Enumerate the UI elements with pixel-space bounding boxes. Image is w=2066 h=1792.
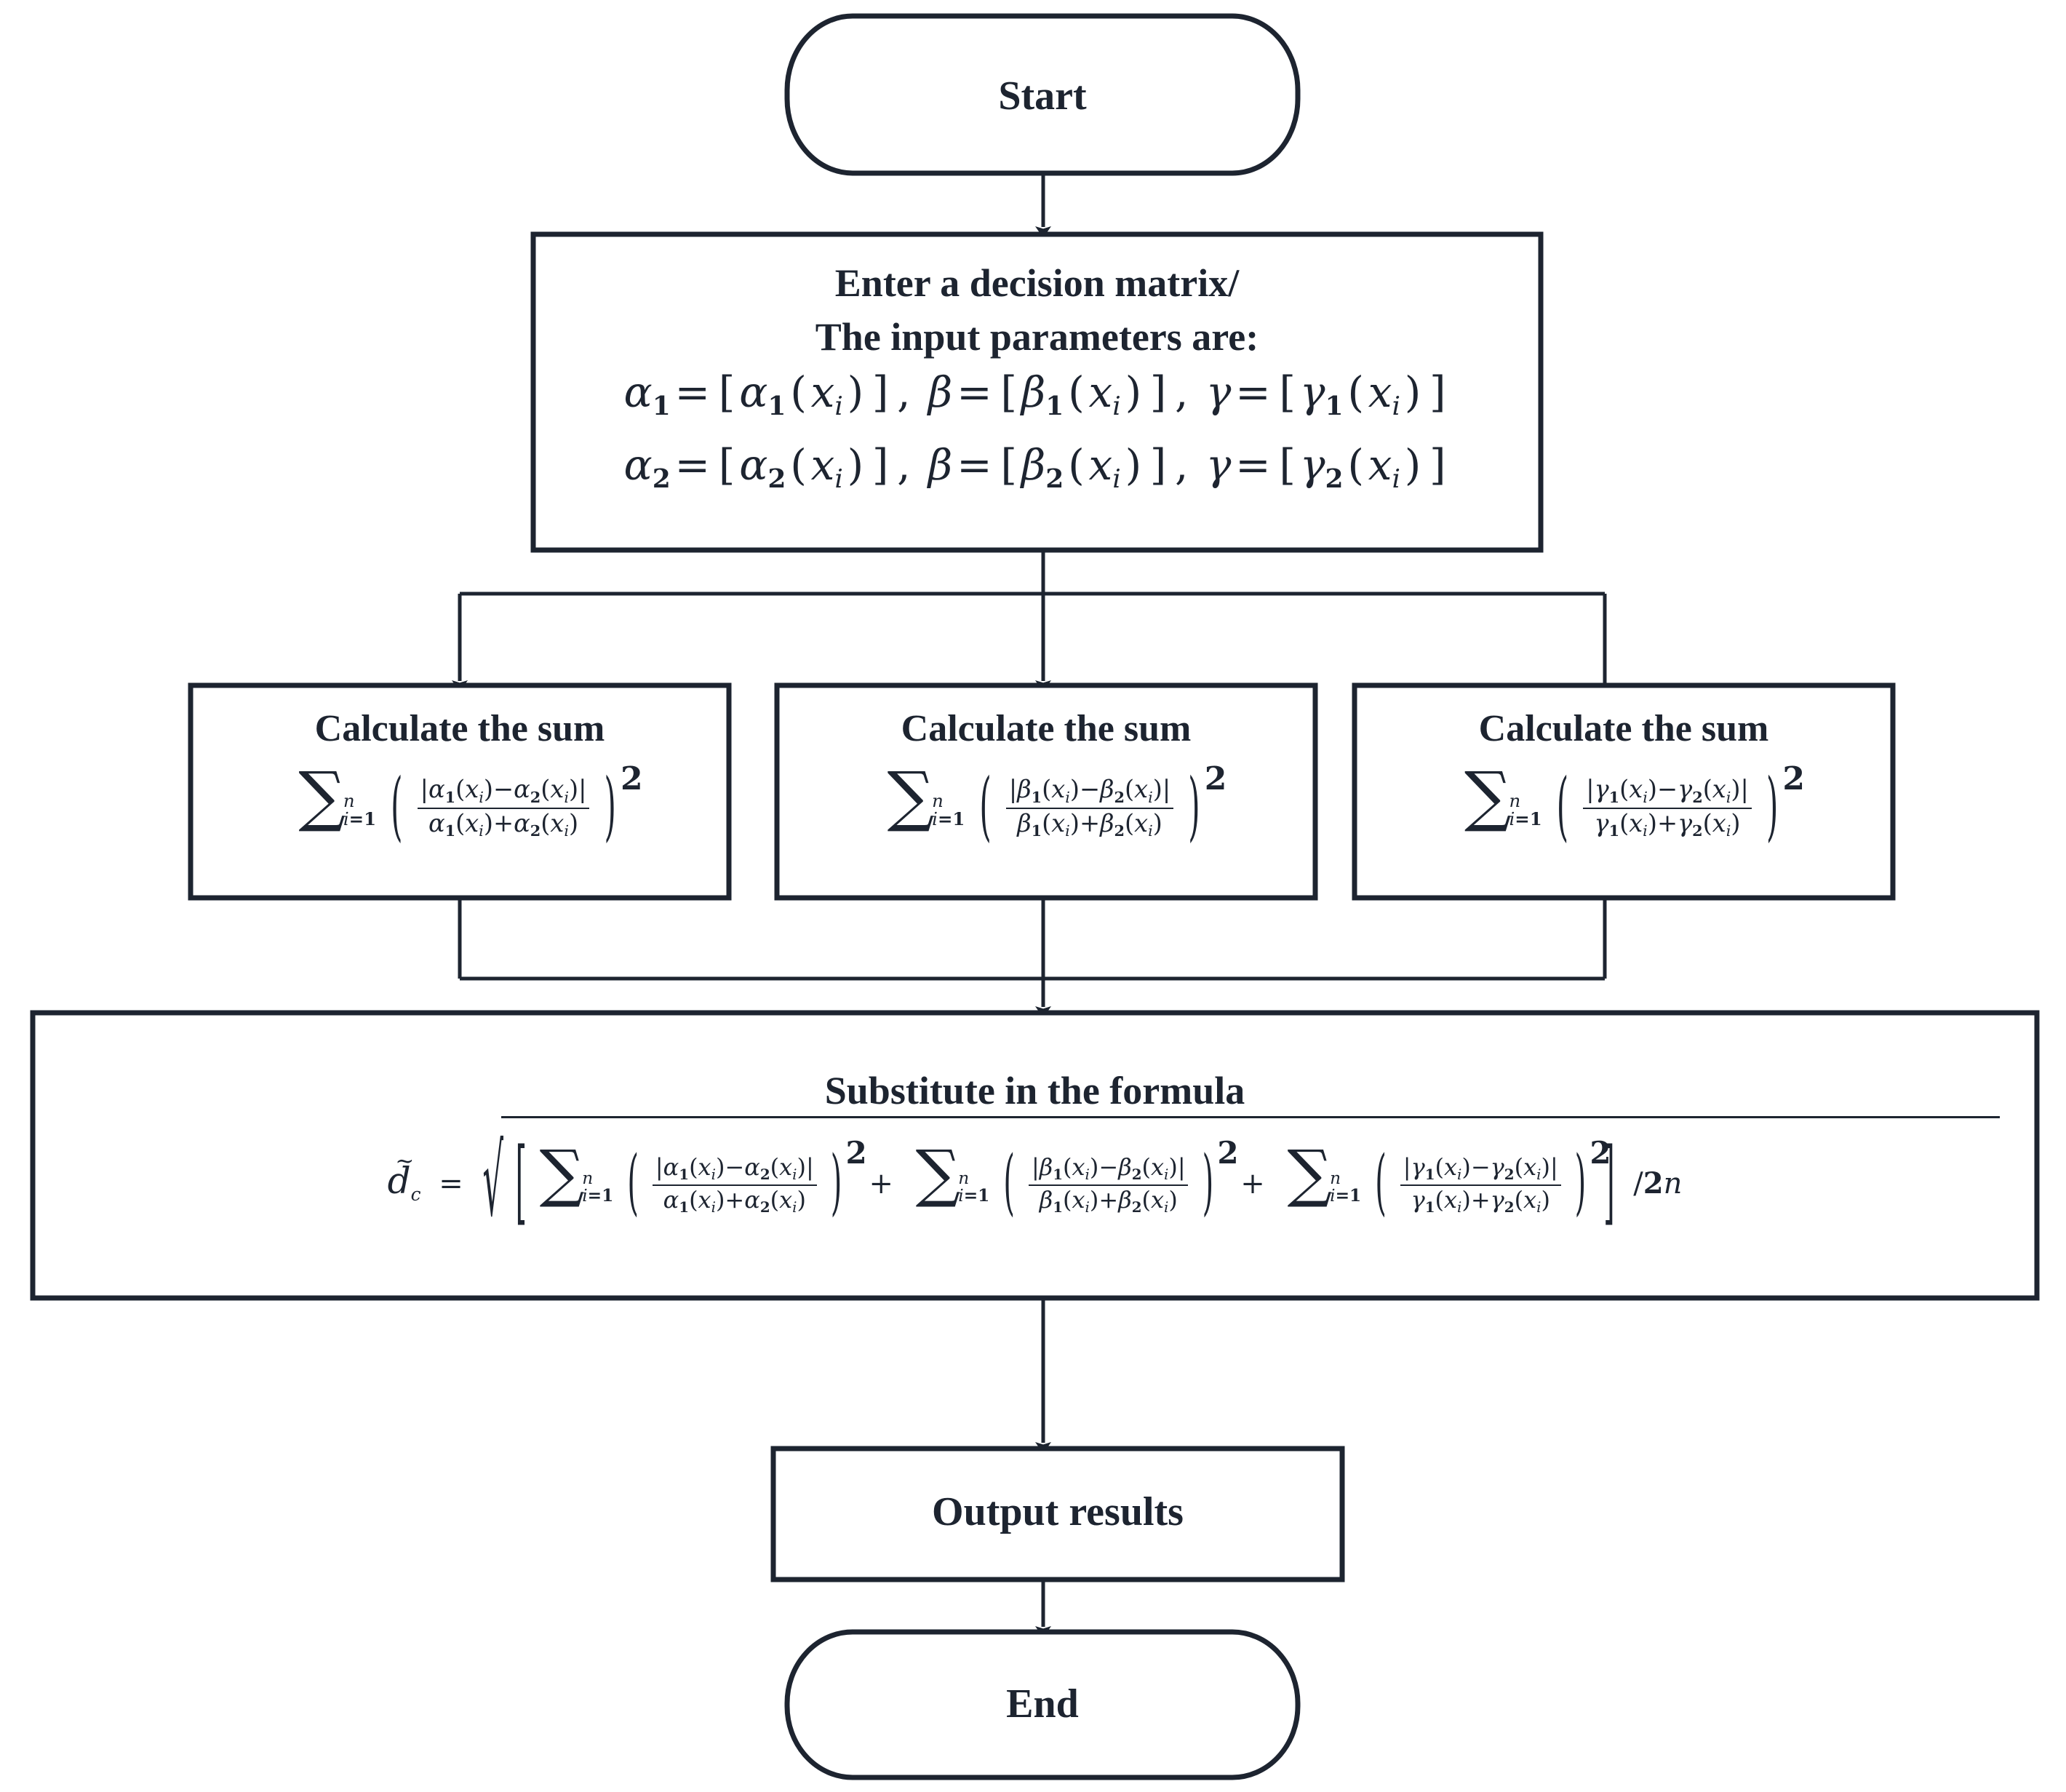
node-calc-beta-heading: Calculate the sum [901, 708, 1192, 749]
node-output-shape[interactable] [770, 1446, 1345, 1582]
node-input-formula-row1: α1=[α1(xi)], β=[β1(xi)], γ=[γ1(xi)] [623, 367, 1446, 421]
node-output-label: Output results [932, 1489, 1184, 1534]
node-calc-beta-shape[interactable] [774, 682, 1318, 901]
node-substitute-shape[interactable] [30, 1010, 2040, 1301]
node-calc-alpha-heading: Calculate the sum [314, 708, 605, 749]
node-start-label: Start [998, 73, 1087, 119]
node-input-formula-row2: α2=[α2(xi)], β=[β2(xi)], γ=[γ2(xi)] [623, 440, 1446, 494]
node-calc-gamma-shape[interactable] [1352, 682, 1896, 901]
node-input-line1: Enter a decision matrix/ [834, 261, 1240, 305]
node-input-shape[interactable] [530, 231, 1544, 553]
node-end-label: End [1006, 1681, 1079, 1727]
node-calc-gamma-heading: Calculate the sum [1478, 708, 1769, 749]
node-end-shape[interactable] [784, 1629, 1301, 1780]
node-substitute-heading: Substitute in the formula [824, 1069, 1245, 1112]
node-input-line2: The input parameters are: [815, 315, 1259, 359]
